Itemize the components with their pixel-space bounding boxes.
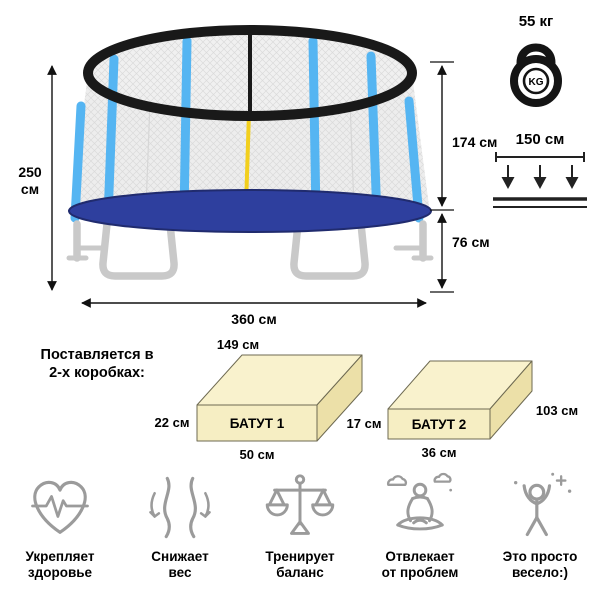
benefit-weight-loss: Снижает вес bbox=[120, 464, 240, 582]
benefit-health: Укрепляет здоровье bbox=[0, 464, 120, 582]
box1-name: БАТУТ 1 bbox=[230, 416, 285, 431]
net-height-label: 174 см bbox=[452, 134, 497, 150]
down-arrow-icons bbox=[501, 177, 579, 189]
packaging-intro-line2: 2-х коробках: bbox=[49, 365, 145, 382]
box1-width-label: 50 см bbox=[240, 447, 275, 462]
benefit-caption: Тренирует баланс bbox=[265, 549, 335, 581]
benefits-row: Укрепляет здоровье Снижает вес bbox=[0, 464, 600, 582]
benefit-caption: Укрепляет здоровье bbox=[25, 549, 95, 581]
kettlebell-badge: KG bbox=[529, 77, 544, 88]
packaging-intro: Поставляется в 2-х коробках: bbox=[24, 346, 170, 382]
frame-legs bbox=[66, 220, 434, 280]
box1-length-label: 149 см bbox=[217, 337, 259, 352]
dimension-labels: 250 см 174 см 76 см 360 см bbox=[18, 134, 497, 327]
benefit-balance: Тренирует баланс bbox=[240, 464, 360, 582]
heart-pulse-icon bbox=[31, 480, 89, 534]
trampoline-diagram: 250 см 174 см 76 см 360 см bbox=[18, 25, 497, 327]
benefit-caption: Снижает вес bbox=[151, 549, 209, 581]
net-poles bbox=[70, 36, 424, 223]
benefit-fun: Это просто весело:) bbox=[480, 464, 600, 582]
total-width-label: 360 см bbox=[231, 311, 276, 327]
box2-width-label: 36 см bbox=[422, 445, 457, 460]
box2-height-label: 17 см bbox=[347, 416, 382, 431]
mat-width-diagram bbox=[493, 152, 587, 208]
benefit-relaxation: Отвлекает от проблем bbox=[360, 464, 480, 582]
safety-pad bbox=[68, 189, 432, 233]
balance-scale-icon bbox=[265, 474, 335, 535]
max-weight-label: 55 кг bbox=[518, 13, 554, 30]
packaging-intro-line1: Поставляется в bbox=[40, 347, 154, 363]
trampoline-illustration bbox=[66, 25, 434, 280]
kettlebell-icon: KG bbox=[510, 43, 562, 107]
dimension-lines bbox=[47, 61, 454, 308]
benefit-caption: Отвлекает от проблем bbox=[381, 549, 459, 581]
frame-height-label: 76 см bbox=[452, 234, 490, 250]
total-height-label: 250 bbox=[18, 164, 42, 180]
benefit-caption: Это просто весело:) bbox=[502, 549, 578, 581]
mat-width-spec: 150 см bbox=[492, 131, 588, 213]
box2-length-label: 103 см bbox=[536, 403, 578, 418]
top-ring bbox=[83, 25, 417, 121]
box-1 bbox=[196, 354, 363, 442]
net-seam bbox=[349, 101, 355, 209]
mat-width-label: 150 см bbox=[515, 131, 565, 148]
net-seam bbox=[145, 101, 151, 209]
slim-waist-icon bbox=[149, 476, 211, 539]
meditation-icon bbox=[387, 472, 453, 531]
packaging-diagram: БАТУТ 1 149 см 22 см 50 см БАТУТ 2 103 с… bbox=[155, 337, 579, 462]
happy-person-icon bbox=[513, 472, 572, 537]
box2-name: БАТУТ 2 bbox=[412, 417, 466, 432]
box1-height-label: 22 см bbox=[155, 415, 190, 430]
total-height-unit: см bbox=[21, 181, 39, 197]
max-weight-spec: 55 кг KG bbox=[489, 13, 583, 108]
box-2 bbox=[387, 360, 533, 440]
